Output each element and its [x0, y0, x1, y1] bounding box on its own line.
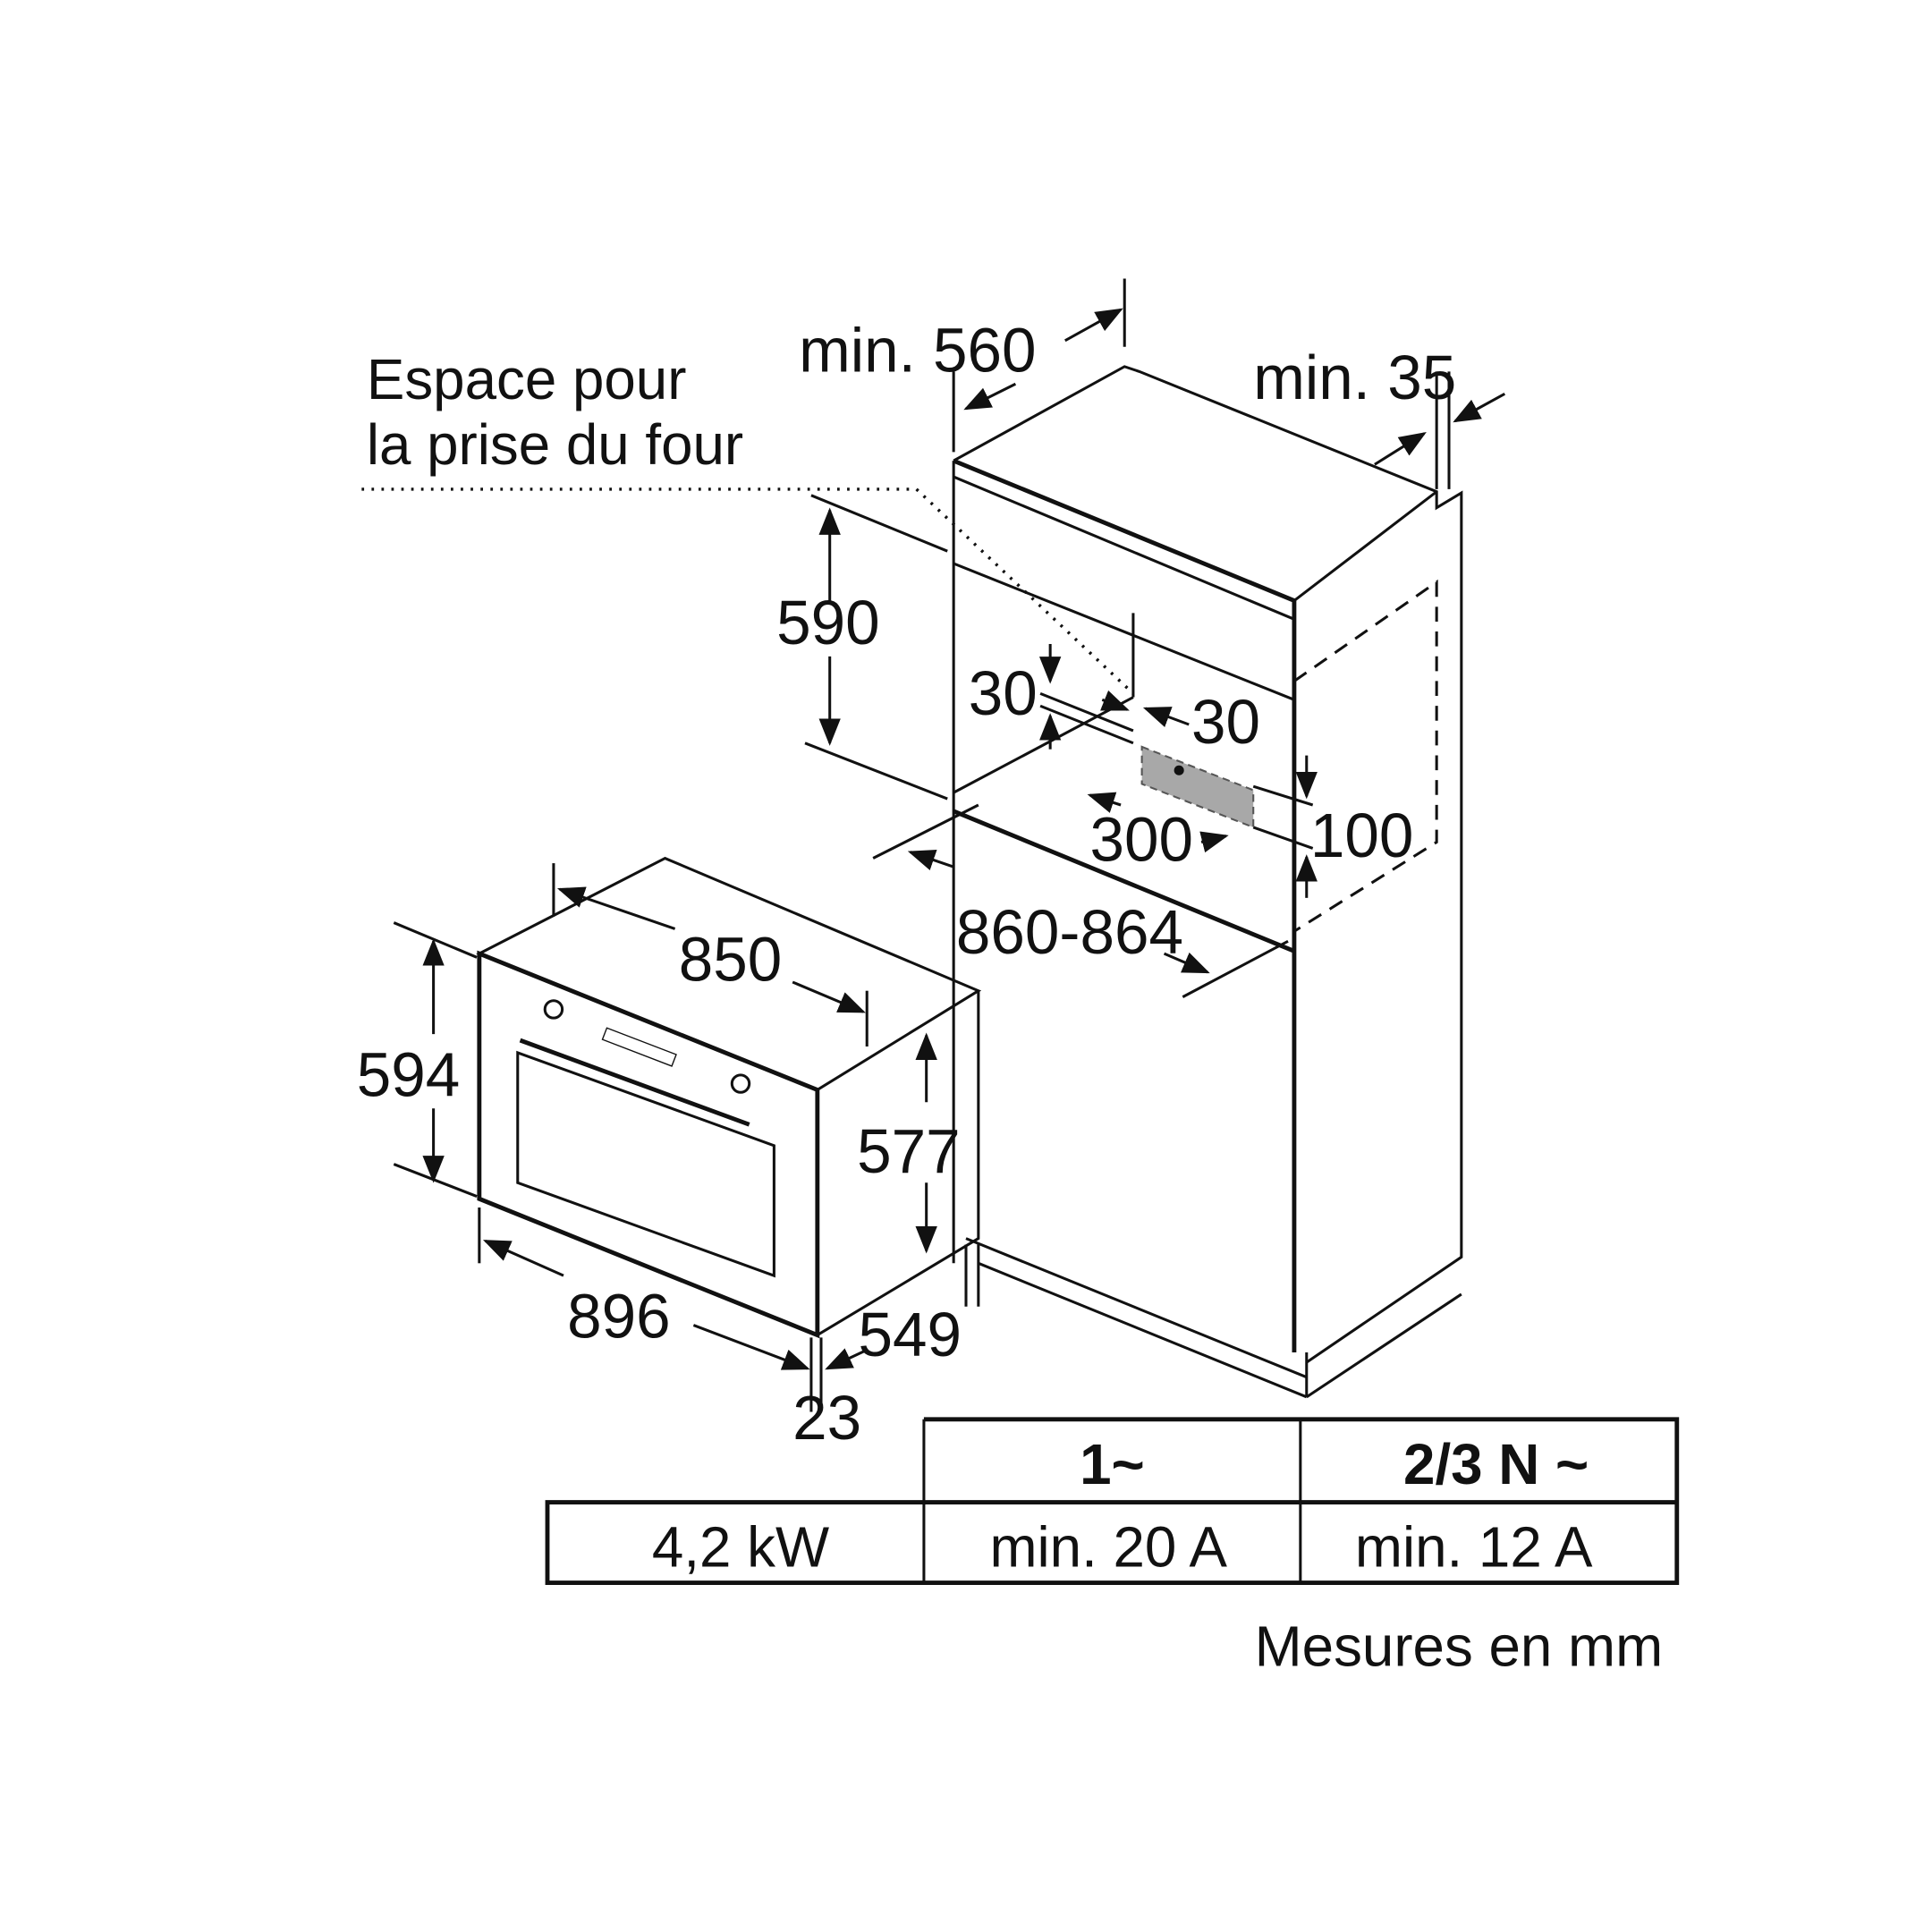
dim-oven-width: 850 — [679, 925, 783, 995]
cabinet — [952, 365, 1463, 1399]
dimension-lines — [393, 278, 1506, 1412]
dim-oven-front-width: 896 — [567, 1281, 671, 1351]
units-note: Mesures en mm — [1255, 1614, 1664, 1678]
dim-socket-height: 100 — [1310, 801, 1413, 870]
table-cell-power: 4,2 kW — [652, 1516, 829, 1580]
dim-front-thickness: 23 — [792, 1383, 861, 1453]
socket-space-label: Espace pour — [367, 348, 687, 411]
dim-back-gap: min. 35 — [1253, 343, 1456, 412]
dim-offset-side: 30 — [1191, 687, 1260, 757]
knob-icon — [543, 999, 564, 1020]
knob-icon — [730, 1073, 751, 1094]
power-table: 1~ 2/3 N ~ 4,2 kW min. 20 A min. 12 A — [545, 1417, 1680, 1585]
oven — [476, 856, 982, 1339]
dim-niche-height: 590 — [776, 588, 880, 657]
dim-oven-body-height: 577 — [857, 1116, 960, 1186]
socket-icon — [1174, 765, 1184, 775]
dim-depth-min: min. 560 — [799, 315, 1036, 385]
socket-space-label: la prise du four — [367, 413, 743, 477]
table-cell-fuse-three: min. 12 A — [1355, 1516, 1593, 1580]
socket-area — [1140, 745, 1255, 829]
table-header-three-phase: 2/3 N ~ — [1403, 1433, 1589, 1496]
dim-niche-width: 860-864 — [956, 897, 1183, 967]
table-cell-fuse-single: min. 20 A — [989, 1516, 1227, 1580]
table-header-single-phase: 1~ — [1080, 1433, 1145, 1496]
dim-oven-front-height: 594 — [357, 1039, 461, 1109]
socket-leader-line — [361, 487, 1135, 695]
dim-socket-width: 300 — [1089, 804, 1193, 874]
dim-offset-top: 30 — [969, 658, 1038, 728]
dim-oven-depth: 549 — [859, 1300, 962, 1369]
